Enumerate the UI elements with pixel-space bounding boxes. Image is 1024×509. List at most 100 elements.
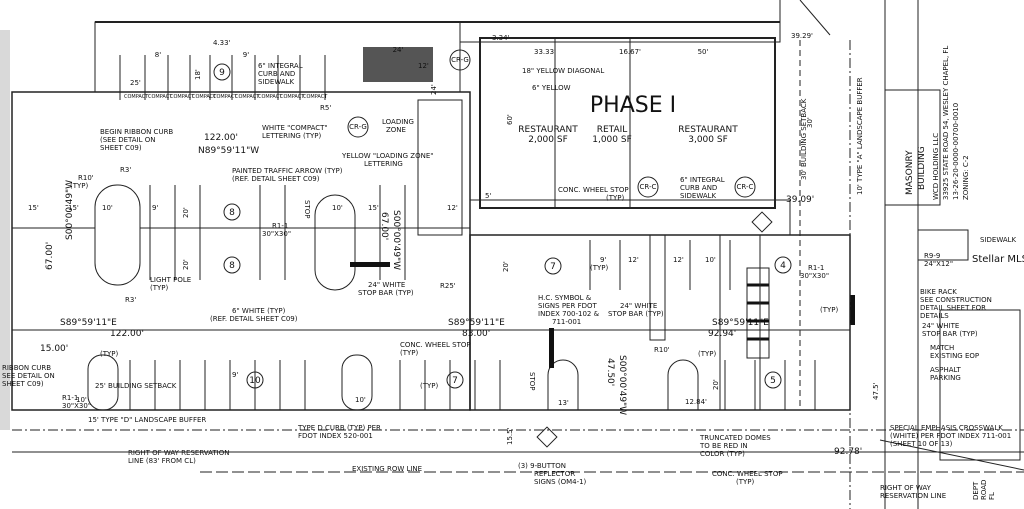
dist-47-50: 47.50'	[605, 358, 615, 386]
landscape-island-south-4	[667, 359, 699, 410]
svg-text:LETTERING (TYP): LETTERING (TYP)	[262, 132, 321, 140]
bearing-s00-1: S00°00'49"W	[65, 180, 75, 240]
building-2-label: RETAIL	[597, 125, 628, 135]
svg-text:9': 9'	[600, 256, 606, 264]
sign-r1-1-a: R1-1 30"X30"	[262, 222, 291, 238]
stall-count-east-1: 7	[550, 262, 556, 272]
note-row-reservation: RIGHT OF WAY RESERVATION LINE (83' FROM …	[128, 449, 229, 465]
dim-50: 50'	[698, 48, 709, 56]
svg-text:R1-1: R1-1	[272, 222, 288, 230]
svg-text:10': 10'	[332, 204, 343, 212]
svg-text:FDOT INDEX 520-001: FDOT INDEX 520-001	[298, 432, 373, 440]
svg-text:(TYP): (TYP)	[820, 306, 839, 314]
svg-text:PAINTED TRAFFIC ARROW (TYP): PAINTED TRAFFIC ARROW (TYP)	[232, 167, 343, 175]
masonry-label-2: BUILDING	[917, 146, 927, 190]
svg-text:20': 20'	[182, 207, 190, 218]
phase-one-building	[479, 37, 776, 209]
note-truncated-domes: TRUNCATED DOMES TO BE RED IN COLOR (TYP)	[699, 434, 771, 458]
building-2-area: 1,000 SF	[592, 135, 632, 145]
svg-text:DETAIL SHEET FOR: DETAIL SHEET FOR	[920, 304, 986, 312]
svg-text:20': 20'	[182, 259, 190, 270]
landscape-island-mid	[314, 194, 356, 291]
owner-line-3: 13-26-20-0000-00700-0010	[952, 103, 960, 200]
note-integral-curb-2: 6" INTEGRAL CURB AND SIDEWALK	[680, 176, 725, 200]
note-wheel-stop-bottom: CONC. WHEEL STOP (TYP)	[712, 470, 783, 486]
dist-122-bot: 122.00'	[110, 329, 144, 339]
stall-count-east-2: 4	[780, 261, 786, 271]
note-yellow-6: 6" YELLOW	[532, 84, 571, 92]
compact-labels: COMPACT COMPACT COMPACT COMPACT COMPACT …	[124, 94, 328, 100]
stop-marking-2: STOP	[528, 372, 536, 390]
svg-text:24"X12": 24"X12"	[924, 260, 953, 268]
building-3-area: 3,000 SF	[688, 135, 728, 145]
svg-text:10': 10'	[76, 396, 87, 404]
svg-text:SHEET C09): SHEET C09)	[2, 380, 44, 388]
svg-text:(3) 9-BUTTON: (3) 9-BUTTON	[518, 462, 566, 470]
note-yellow-diagonal: 18" YELLOW DIAGONAL	[522, 67, 604, 75]
stall-lines-middle	[12, 185, 850, 331]
note-bike-rack: BIKE RACK SEE CONSTRUCTION DETAIL SHEET …	[920, 288, 992, 320]
svg-text:COMPACT: COMPACT	[235, 94, 260, 100]
svg-text:MATCH: MATCH	[930, 344, 954, 352]
svg-text:WHITE "COMPACT": WHITE "COMPACT"	[262, 124, 328, 132]
svg-text:ZONE: ZONE	[386, 126, 406, 134]
dist-92-78: 92.78'	[834, 447, 862, 457]
svg-text:CONC. WHEEL STOP: CONC. WHEEL STOP	[558, 186, 629, 194]
note-white-compact: WHITE "COMPACT" LETTERING (TYP)	[262, 124, 328, 140]
phase-title: PHASE I	[590, 93, 676, 118]
svg-text:SIDEWALK: SIDEWALK	[258, 78, 295, 86]
label-30-setback: 30' BUILDING SETBACK	[800, 98, 808, 180]
svg-text:9': 9'	[232, 371, 238, 379]
svg-text:DEPT: DEPT	[972, 481, 980, 500]
svg-text:CURB AND: CURB AND	[258, 70, 295, 78]
svg-text:(SEE DETAIL ON: (SEE DETAIL ON	[100, 136, 156, 144]
bearing-s00-2: S00°00'49"W	[391, 210, 401, 270]
svg-text:TRUNCATED DOMES: TRUNCATED DOMES	[699, 434, 771, 442]
svg-text:STOP BAR (TYP): STOP BAR (TYP)	[358, 289, 414, 297]
owner-line-4: ZONING: C-2	[962, 155, 970, 200]
note-landscape-buffer: 15' TYPE "D" LANDSCAPE BUFFER	[88, 416, 206, 424]
crosswalk-ladder	[746, 267, 770, 359]
stall-count-south-1: 10	[249, 376, 261, 386]
svg-text:DETAILS: DETAILS	[920, 312, 949, 320]
note-integral-curb: 6" INTEGRAL CURB AND SIDEWALK	[258, 62, 303, 86]
note-hc-symbol: H.C. SYMBOL & SIGNS PER FDOT INDEX 700-1…	[538, 294, 600, 326]
svg-text:25': 25'	[130, 79, 141, 87]
note-white-stop-2: 24" WHITE STOP BAR (TYP)	[608, 302, 664, 318]
svg-text:SIGNS (OM4-1): SIGNS (OM4-1)	[534, 478, 587, 486]
svg-text:20': 20'	[712, 379, 720, 390]
hatched-aisle-2	[719, 234, 761, 411]
svg-text:9': 9'	[152, 204, 158, 212]
stop-bar-1	[350, 262, 390, 267]
svg-text:10': 10'	[102, 204, 113, 212]
svg-text:10': 10'	[355, 396, 366, 404]
svg-text:REFLECTOR: REFLECTOR	[534, 470, 575, 478]
svg-text:PARKING: PARKING	[930, 374, 961, 382]
bearing-s89-1: S89°59'11"E	[60, 318, 117, 328]
svg-text:R1-1: R1-1	[62, 394, 78, 402]
stall-count-top: 9	[219, 68, 225, 78]
bearing-s89-2: S89°59'11"E	[448, 318, 505, 328]
svg-text:COMPACT: COMPACT	[280, 94, 305, 100]
landscape-island-south-1	[87, 354, 119, 411]
svg-text:6" INTEGRAL: 6" INTEGRAL	[680, 176, 725, 184]
svg-text:FL: FL	[988, 492, 996, 500]
note-white-stop-3: 24" WHITE STOP BAR (TYP)	[922, 322, 978, 338]
svg-text:LINE (83' FROM CL): LINE (83' FROM CL)	[128, 457, 196, 465]
svg-text:R10': R10'	[78, 174, 94, 182]
svg-text:SHEET C09): SHEET C09)	[100, 144, 142, 152]
dept-label: DEPT ROAD FL	[972, 480, 996, 500]
svg-text:COMPACT: COMPACT	[170, 94, 195, 100]
svg-text:30"X30": 30"X30"	[62, 402, 91, 410]
dim-3-34: 3.34'	[492, 34, 510, 42]
dumpster-enclosure	[363, 47, 433, 82]
svg-text:20': 20'	[502, 261, 510, 272]
stall-count-mid-upper: 8	[229, 208, 235, 218]
stop-marking-1: STOP	[303, 200, 311, 218]
svg-text:15': 15'	[68, 204, 79, 212]
dim-39-29: 39.29'	[791, 32, 813, 40]
svg-text:ASPHALT: ASPHALT	[930, 366, 961, 374]
svg-text:(TYP): (TYP)	[70, 182, 89, 190]
dist-67-a: 67.00'	[45, 242, 55, 270]
label-sidewalk: SIDEWALK	[980, 236, 1017, 244]
